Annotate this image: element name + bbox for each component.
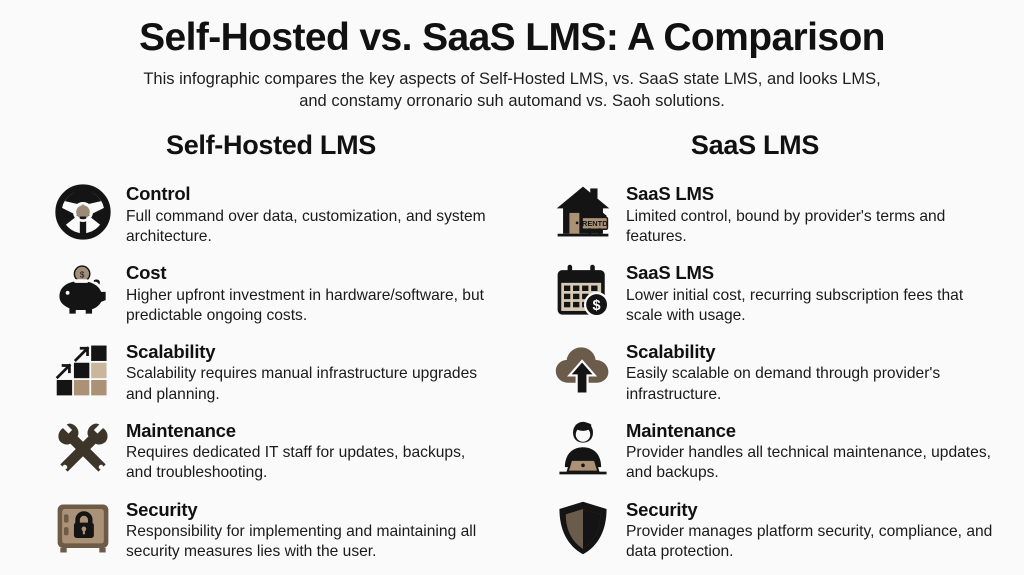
subtitle-line-1: This infographic compares the key aspect… bbox=[143, 69, 881, 88]
feature-description: Provider manages platform security, comp… bbox=[626, 522, 993, 561]
feature-text: Security Responsibility for implementing… bbox=[126, 497, 490, 563]
column-heading-self-hosted: Self-Hosted LMS bbox=[165, 130, 376, 161]
svg-text:$: $ bbox=[80, 271, 85, 280]
feature-row: $ SaaS LMS Lower initial cost, recurring… bbox=[552, 260, 1002, 326]
svg-text:$: $ bbox=[593, 298, 601, 314]
page-subtitle: This infographic compares the key aspect… bbox=[92, 68, 932, 113]
feature-title: Maintenance bbox=[126, 419, 236, 441]
feature-text: Scalability Scalability requires manual … bbox=[126, 339, 490, 405]
safe-vault-icon bbox=[52, 497, 114, 559]
column-heading-saas: SaaS LMS bbox=[690, 130, 820, 161]
feature-text: SaaS LMS Lower initial cost, recurring s… bbox=[626, 260, 1002, 326]
feature-text: SaaS LMS Limited control, bound by provi… bbox=[626, 181, 1002, 247]
feature-text: Maintenance Requires dedicated IT staff … bbox=[126, 418, 490, 484]
feature-title: Maintenance bbox=[626, 419, 736, 441]
shield-icon bbox=[552, 497, 614, 559]
feature-row: RENTD SaaS LMS Limited control, bound by… bbox=[552, 181, 1002, 247]
feature-text: Cost Higher upfront investment in hardwa… bbox=[126, 260, 490, 326]
column-self-hosted: Self-Hosted LMS Contro bbox=[0, 130, 512, 575]
feature-text: Control Full command over data, customiz… bbox=[126, 181, 490, 247]
rented-house-icon: RENTD bbox=[552, 181, 614, 243]
feature-row: Maintenance Provider handles all technic… bbox=[552, 418, 1002, 484]
calendar-dollar-icon: $ bbox=[552, 260, 614, 322]
feature-description: Provider handles all technical maintenan… bbox=[626, 444, 991, 482]
page-title: Self-Hosted vs. SaaS LMS: A Comparison bbox=[139, 16, 885, 59]
feature-description: Higher upfront investment in hardware/so… bbox=[126, 286, 484, 324]
feature-description: Limited control, bound by provider's ter… bbox=[626, 207, 946, 245]
feature-title: Scalability bbox=[626, 341, 716, 363]
feature-description: Requires dedicated IT staff for updates,… bbox=[126, 444, 466, 482]
feature-description: Lower initial cost, recurring subscripti… bbox=[626, 286, 964, 324]
feature-text: Maintenance Provider handles all technic… bbox=[626, 418, 1002, 484]
rent-sign-label: RENTD bbox=[582, 220, 608, 229]
feature-title: Control bbox=[126, 183, 191, 205]
feature-description: Scalability requires manual infrastructu… bbox=[126, 365, 478, 403]
feature-row: Security Responsibility for implementing… bbox=[52, 497, 490, 563]
feature-title: SaaS LMS bbox=[626, 262, 714, 284]
growth-grid-icon bbox=[52, 339, 114, 401]
feature-row: Scalability Easily scalable on demand th… bbox=[552, 339, 1002, 405]
feature-row: Control Full command over data, customiz… bbox=[52, 181, 490, 247]
feature-description: Easily scalable on demand through provid… bbox=[626, 365, 941, 403]
feature-title: Security bbox=[126, 498, 198, 520]
feature-title: Cost bbox=[126, 262, 167, 284]
feature-text: Security Provider manages platform secur… bbox=[626, 497, 1002, 563]
feature-description: Full command over data, customization, a… bbox=[126, 207, 486, 245]
column-saas: SaaS LMS RENTD bbox=[512, 130, 1024, 575]
feature-title: Security bbox=[626, 498, 698, 520]
feature-row: Scalability Scalability requires manual … bbox=[52, 339, 490, 405]
steering-wheel-icon bbox=[52, 181, 114, 243]
piggy-bank-icon: $ bbox=[52, 260, 114, 322]
subtitle-line-2: and constamy orronario suh automand vs. … bbox=[299, 92, 725, 111]
feature-row: Maintenance Requires dedicated IT staff … bbox=[52, 418, 490, 484]
feature-text: Scalability Easily scalable on demand th… bbox=[626, 339, 1002, 405]
feature-row: $ Cost Higher upfront investment in hard… bbox=[52, 260, 490, 326]
comparison-columns: Self-Hosted LMS Contro bbox=[0, 130, 1024, 575]
feature-description: Responsibility for implementing and main… bbox=[126, 522, 477, 561]
feature-row: Security Provider manages platform secur… bbox=[552, 497, 1002, 563]
feature-title: SaaS LMS bbox=[626, 183, 714, 205]
cloud-upload-icon bbox=[552, 339, 614, 401]
feature-title: Scalability bbox=[126, 341, 216, 363]
crossed-wrenches-icon bbox=[52, 418, 114, 480]
person-laptop-icon bbox=[552, 418, 614, 480]
